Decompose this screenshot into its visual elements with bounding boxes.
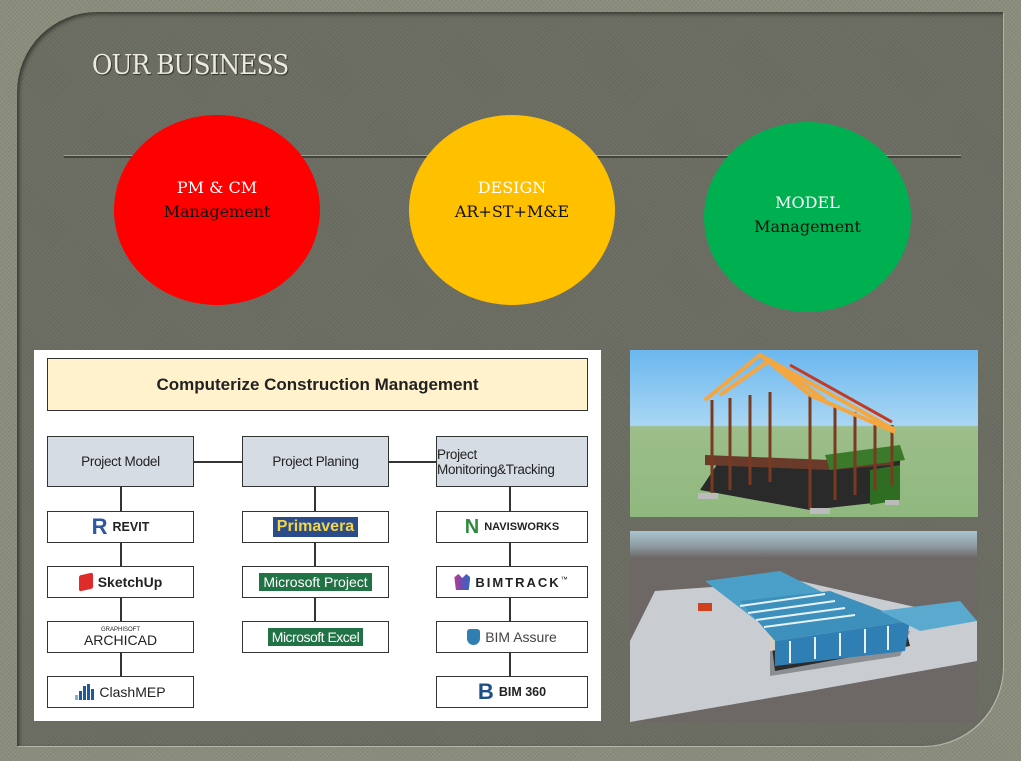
- tool-label: REVIT: [112, 520, 150, 534]
- sketchup-icon: [78, 572, 93, 592]
- tool-label: BIMTRACK: [475, 574, 561, 590]
- tool-label: BIM Assure: [485, 629, 557, 645]
- circle-title: DESIGN: [477, 178, 547, 197]
- connector: [193, 461, 242, 463]
- warehouse-illustration: [630, 571, 977, 722]
- trademark: ™: [560, 576, 570, 584]
- slide-title: OUR BUSINESS: [92, 50, 289, 81]
- tool-microsoft-project: Microsoft Project: [242, 566, 389, 598]
- steel-frame-illustration: [698, 352, 905, 514]
- ms-project-logo: Microsoft Project: [259, 573, 372, 591]
- tool-bim-assure: BIM Assure: [436, 621, 588, 653]
- tool-primavera: Primavera: [242, 511, 389, 543]
- tool-microsoft-excel: Microsoft Excel: [242, 621, 389, 653]
- tool-label: ClashMEP: [99, 684, 166, 700]
- tool-label: NAVISWORKS: [484, 521, 560, 533]
- tool-label: ARCHICAD: [83, 632, 158, 648]
- tool-clashmep: ClashMEP: [47, 676, 194, 708]
- bim-assure-icon: [467, 629, 481, 645]
- circle-design: DESIGN AR+ST+M&E: [409, 115, 615, 305]
- tool-label: BIM 360: [498, 685, 547, 699]
- construction-management-diagram: Computerize Construction Management Proj…: [34, 350, 601, 721]
- category-project-monitoring-tracking: Project Monitoring&Tracking: [436, 436, 588, 487]
- tool-bimtrack: BIMTRACK™: [436, 566, 588, 598]
- circle-subtitle: AR+ST+M&E: [454, 202, 570, 221]
- bimtrack-icon: [454, 574, 471, 590]
- tool-revit: R REVIT: [47, 511, 194, 543]
- steel-frame-model-image: [630, 350, 978, 517]
- primavera-logo: Primavera: [272, 517, 359, 537]
- revit-icon: R: [91, 514, 108, 539]
- clashmep-icon: [75, 684, 95, 700]
- diagram-header: Computerize Construction Management: [47, 358, 588, 411]
- tool-archicad: GRAPHISOFT ARCHICAD: [47, 621, 194, 653]
- circle-title: MODEL: [775, 192, 840, 212]
- connector: [388, 461, 437, 463]
- bim360-icon: B: [477, 679, 494, 704]
- navisworks-icon: N: [464, 515, 480, 538]
- circle-title: PM & CM: [176, 178, 258, 197]
- connector: [314, 487, 316, 633]
- ms-excel-logo: Microsoft Excel: [267, 628, 364, 646]
- tool-bim-360: B BIM 360: [436, 676, 588, 708]
- tool-navisworks: N NAVISWORKS: [436, 511, 588, 543]
- warehouse-render-image: [630, 531, 977, 722]
- circle-model-management: MODEL Management: [704, 122, 911, 312]
- tool-prefix: GRAPHISOFT: [100, 627, 140, 633]
- circle-subtitle: Management: [163, 202, 271, 221]
- archicad-icon: GRAPHISOFT ARCHICAD: [84, 627, 157, 647]
- tool-sketchup: SketchUp: [47, 566, 194, 598]
- tool-label: SketchUp: [97, 574, 163, 590]
- category-project-planing: Project Planing: [242, 436, 389, 487]
- circle-subtitle: Management: [754, 216, 861, 236]
- circle-pm-cm-management: PM & CM Management: [114, 115, 320, 305]
- category-project-model: Project Model: [47, 436, 194, 487]
